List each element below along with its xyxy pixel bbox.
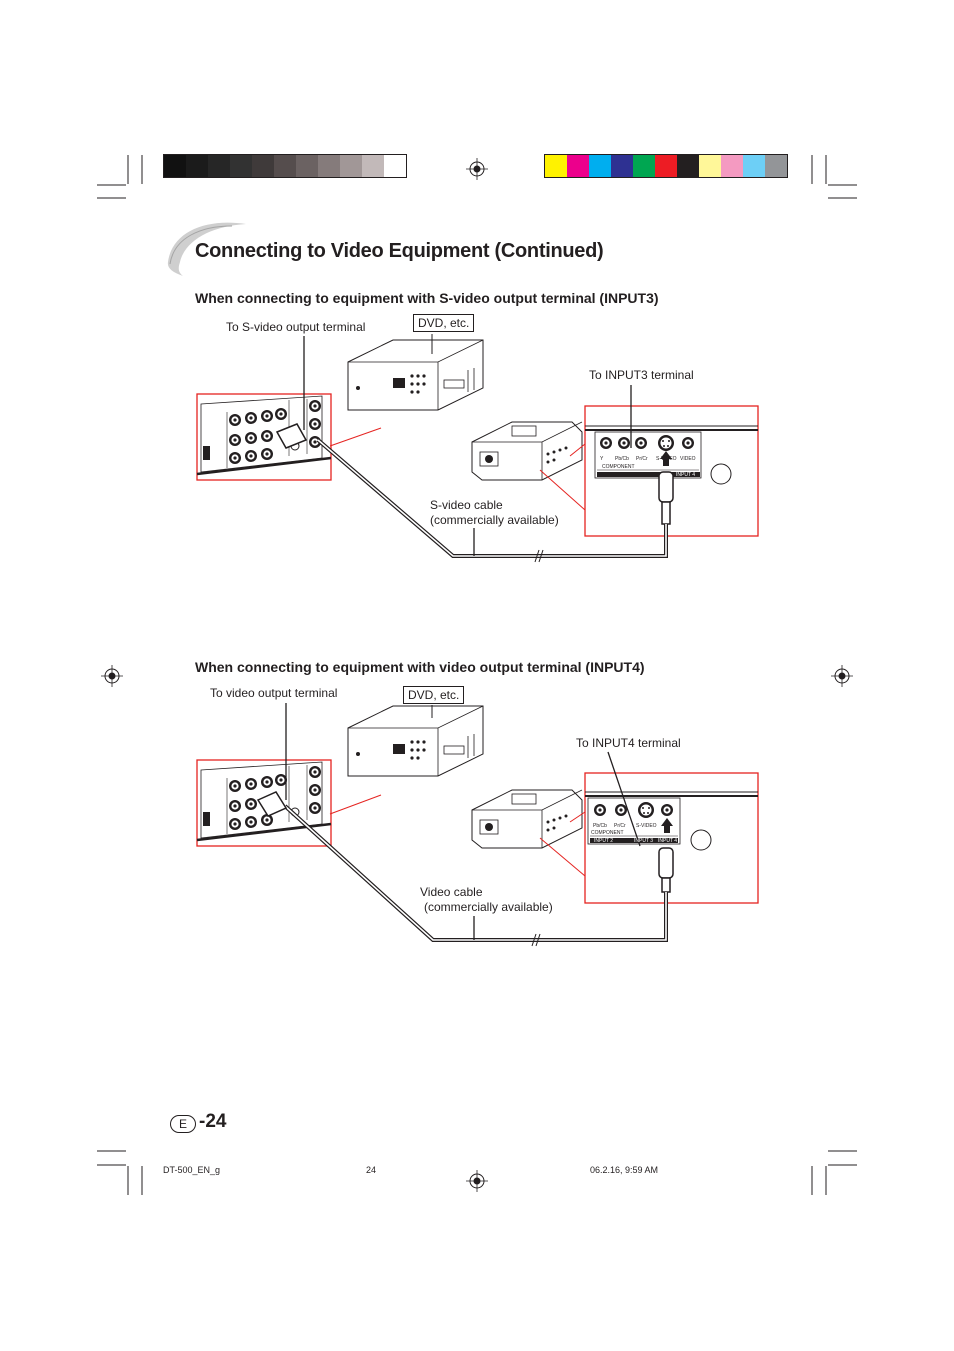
grayscale-swatch [208, 155, 230, 177]
language-badge: E [170, 1115, 196, 1133]
panel2-label-input4: INPUT 4 [658, 838, 678, 844]
footer-page: 24 [366, 1165, 377, 1175]
panel2-label-component: COMPONENT [591, 830, 624, 836]
color-swatch [765, 155, 787, 177]
color-swatch [567, 155, 589, 177]
grayscale-calibration-bar [163, 154, 407, 178]
section1-source-label: To S-video output terminal [226, 320, 366, 334]
color-swatch [655, 155, 677, 177]
section1-device-label: DVD, etc. [413, 314, 475, 332]
grayscale-swatch [230, 155, 252, 177]
color-swatch [699, 155, 721, 177]
panel-label-input4: INPUT 4 [676, 472, 696, 478]
grayscale-swatch [252, 155, 274, 177]
color-swatch [545, 155, 567, 177]
color-swatch [721, 155, 743, 177]
color-swatch [677, 155, 699, 177]
color-swatch [589, 155, 611, 177]
panel-label-video: VIDEO [680, 456, 696, 462]
section1-cable-note: (commercially available) [430, 513, 559, 527]
grayscale-swatch [186, 155, 208, 177]
panel-label-component: COMPONENT [602, 464, 635, 470]
section1-cable-label: S-video cable (commercially available) [430, 498, 559, 528]
color-swatch [611, 155, 633, 177]
footer-filename: DT-500_EN_g [163, 1165, 221, 1175]
grayscale-swatch [296, 155, 318, 177]
section1-target-label: To INPUT3 terminal [589, 368, 694, 382]
panel-label-svideo: S-VIDEO [656, 456, 677, 462]
panel2-label-input3: INPUT 3 [634, 838, 654, 844]
footer-timestamp: 06.2.16, 9:59 AM [590, 1165, 659, 1175]
section2-cable-label: Video cable (commercially available) [420, 885, 553, 915]
page-title: Connecting to Video Equipment (Continued… [195, 240, 604, 262]
panel2-label-input2: INPUT 2 [594, 838, 614, 844]
grayscale-swatch [164, 155, 186, 177]
section2-heading: When connecting to equipment with video … [195, 659, 645, 675]
panel-label-prcr: Pr/Cr [636, 456, 648, 462]
section2-device-label: DVD, etc. [403, 686, 465, 704]
grayscale-swatch [384, 155, 406, 177]
section1-cable-name: S-video cable [430, 498, 503, 512]
color-swatch [633, 155, 655, 177]
grayscale-swatch [318, 155, 340, 177]
section2-target-label: To INPUT4 terminal [576, 736, 681, 750]
section2-cable-name: Video cable [420, 885, 483, 899]
panel2-label-pbcb: Pb/Cb [593, 823, 607, 829]
panel2-label-prcr: Pr/Cr [614, 823, 626, 829]
panel-label-y: Y [600, 456, 604, 462]
section2-cable-note: (commercially available) [424, 900, 553, 914]
grayscale-swatch [274, 155, 296, 177]
grayscale-swatch [362, 155, 384, 177]
color-calibration-bar [544, 154, 788, 178]
panel2-label-svideo: S-VIDEO [636, 823, 657, 829]
panel-label-pbcb: Pb/Cb [615, 456, 629, 462]
page-number: -24 [199, 1111, 227, 1132]
color-swatch [743, 155, 765, 177]
section2-source-label: To video output terminal [210, 686, 338, 700]
section1-heading: When connecting to equipment with S-vide… [195, 290, 659, 306]
grayscale-swatch [340, 155, 362, 177]
